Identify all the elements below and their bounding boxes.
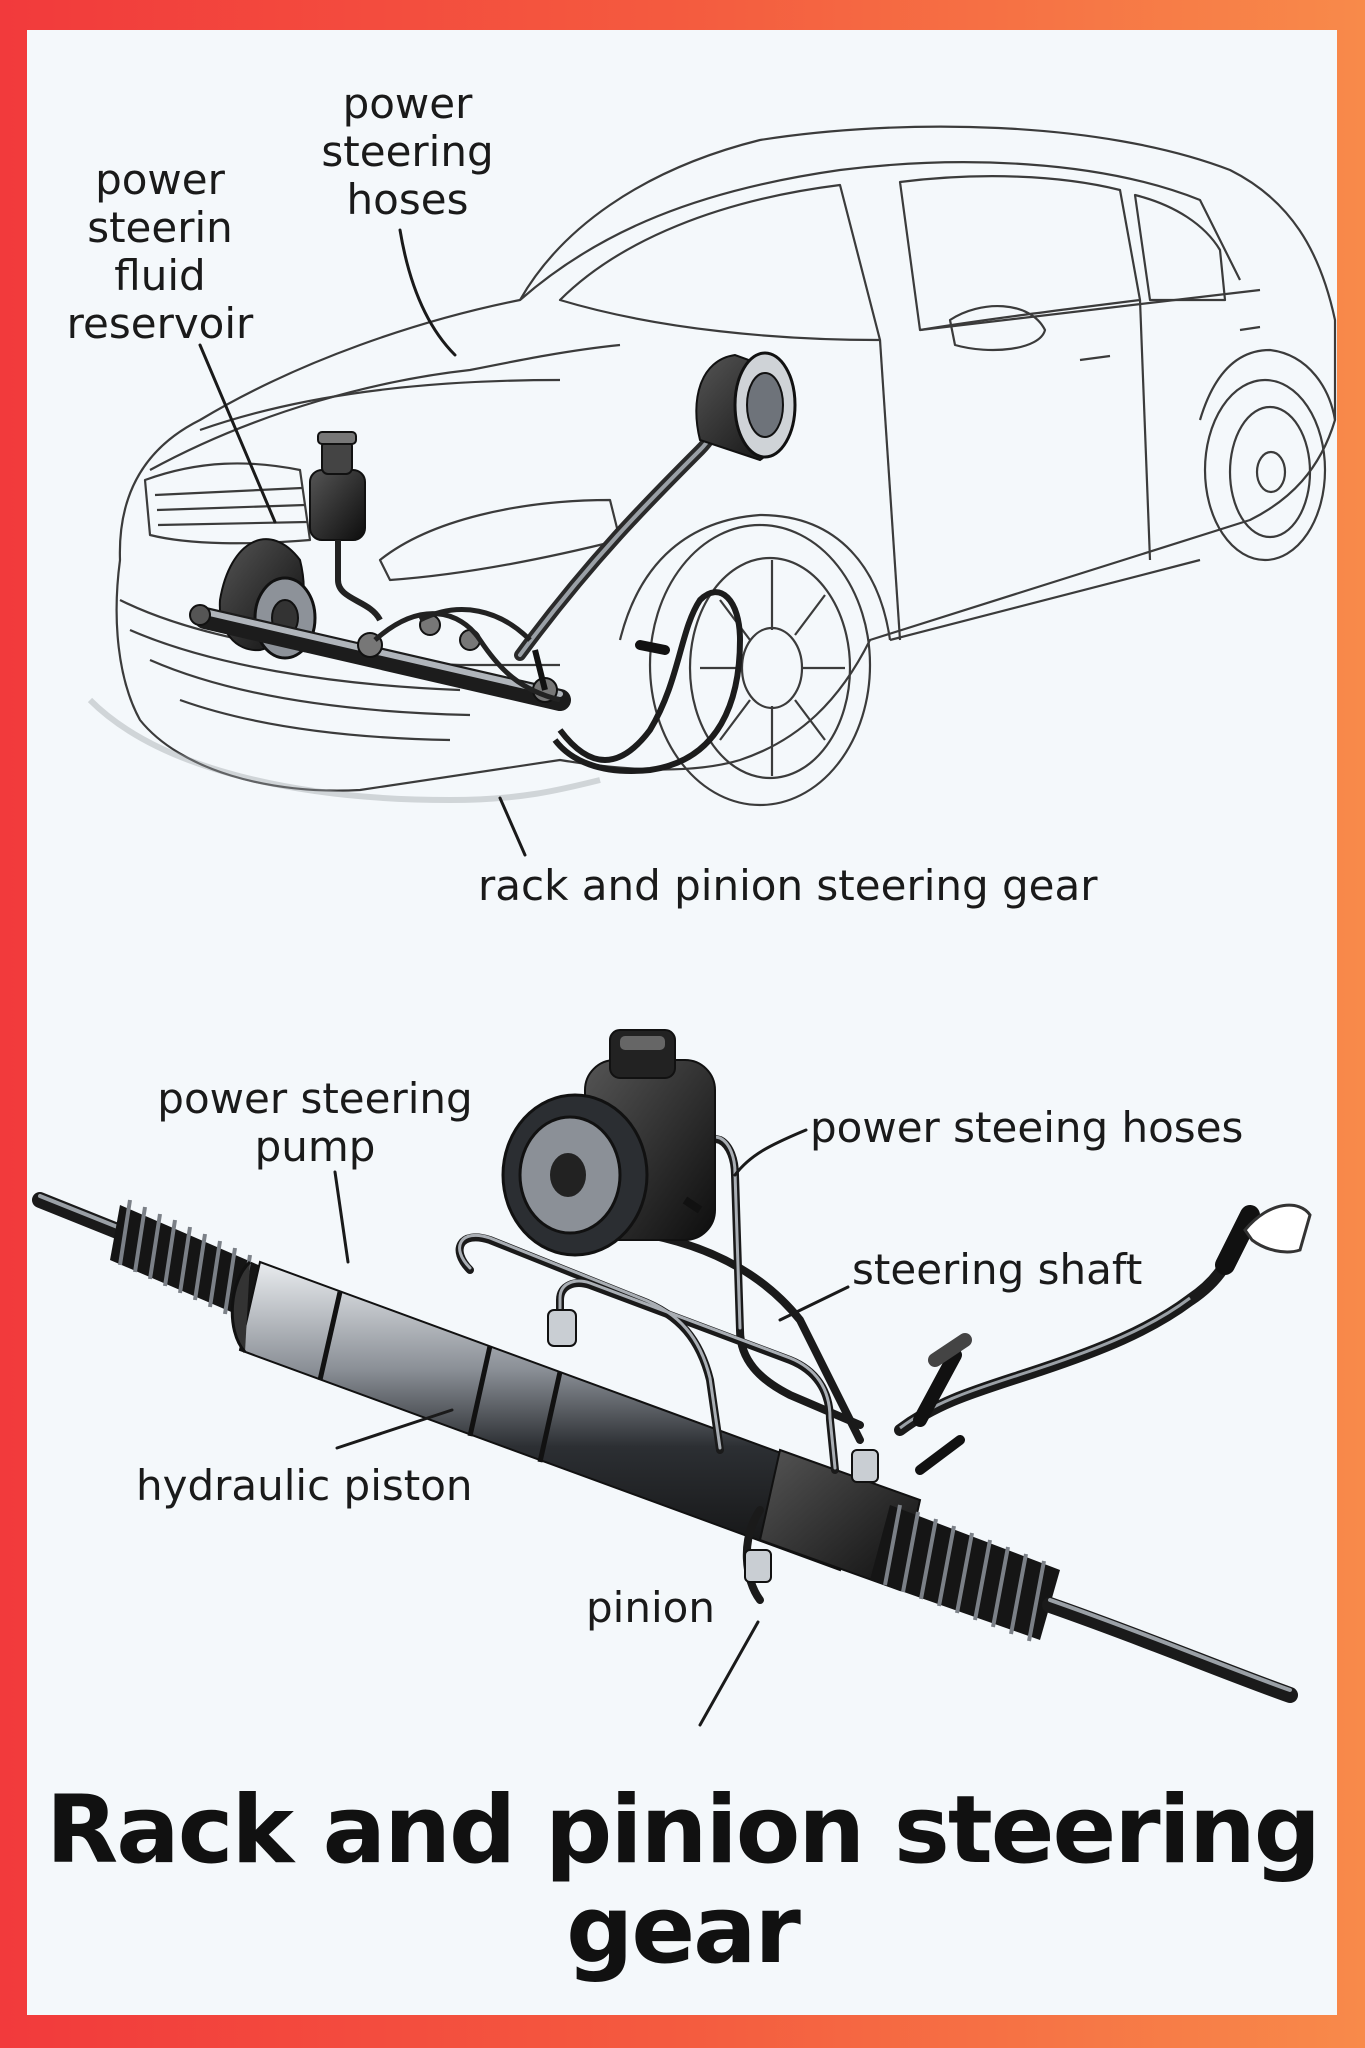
diagram-title-line1: Rack and pinion steering <box>45 1776 1321 1885</box>
car-leader-lines <box>198 228 527 857</box>
rack-leader-lines <box>333 1128 850 1727</box>
diagram-title-line2: gear <box>566 1876 801 1985</box>
label-pinion: pinion <box>586 1583 715 1632</box>
diagram-panel <box>27 30 1337 2015</box>
label-power-steering-pump: power steering pump <box>157 1074 473 1171</box>
label-rack-and-pinion: rack and pinion steering gear <box>478 861 1098 910</box>
label-hydraulic-piston: hydraulic piston <box>136 1461 473 1510</box>
label-fluid-reservoir: power steerin fluid reservoir <box>66 155 254 348</box>
car-steering-components <box>189 351 797 774</box>
label-hoses-top: power steering hoses <box>321 79 494 224</box>
label-steering-shaft: steering shaft <box>852 1245 1143 1294</box>
car-outline <box>87 125 1337 807</box>
rack-assembly <box>32 1029 1312 1703</box>
label-hoses-bottom: power steeing hoses <box>810 1103 1244 1152</box>
